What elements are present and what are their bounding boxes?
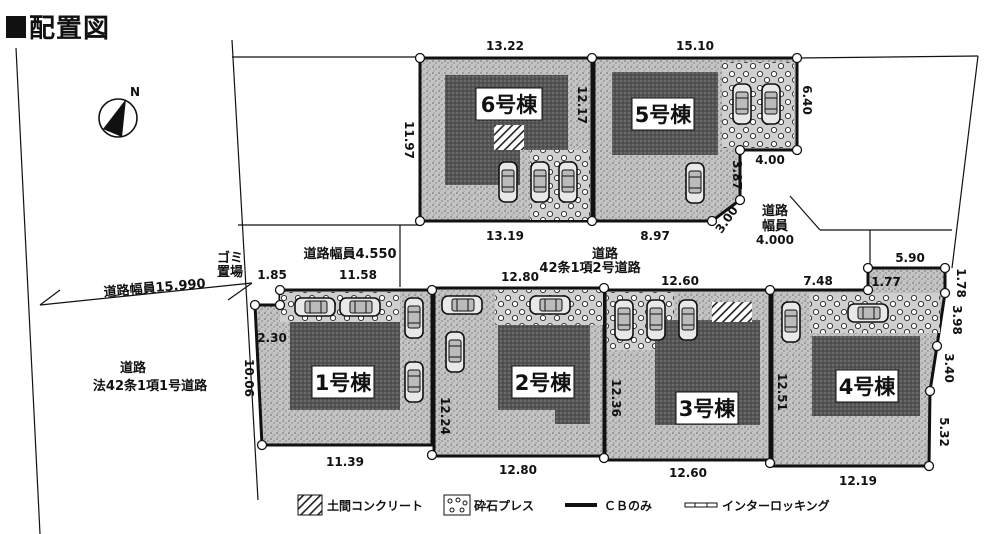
title-square-icon <box>6 15 26 38</box>
svg-text:1.78: 1.78 <box>954 268 968 298</box>
svg-text:2.30: 2.30 <box>257 331 287 345</box>
svg-text:11.39: 11.39 <box>326 455 364 469</box>
thick-line-icon <box>565 503 597 507</box>
private-road-width: 道路幅員4.550 <box>303 246 396 262</box>
svg-text:5.90: 5.90 <box>895 251 925 265</box>
svg-text:12.51: 12.51 <box>775 373 789 411</box>
svg-text:13.19: 13.19 <box>486 229 524 243</box>
lot-1: 1号棟 <box>253 288 434 447</box>
boundary-markers <box>249 52 951 472</box>
title-text: 配置図 <box>29 14 111 44</box>
main-road-name: 道路 <box>120 360 147 376</box>
house-6-label: 6号棟 <box>481 93 539 117</box>
branch-road-width: 4.000 <box>756 233 794 247</box>
svg-text:12.17: 12.17 <box>575 86 589 124</box>
svg-text:12.60: 12.60 <box>669 466 707 480</box>
svg-text:13.22: 13.22 <box>486 39 524 53</box>
north-label: N <box>130 85 140 99</box>
svg-text:10.06: 10.06 <box>242 359 256 397</box>
svg-text:15.10: 15.10 <box>676 39 714 53</box>
main-road-type: 法42条1項1号道路 <box>93 378 208 394</box>
house-4-label: 4号棟 <box>839 375 897 399</box>
lot-2: 2号棟 <box>432 286 606 458</box>
svg-text:8.97: 8.97 <box>640 229 670 243</box>
svg-text:4.00: 4.00 <box>755 153 785 167</box>
interlocking-line-icon <box>684 502 718 508</box>
branch-road-line1: 道路 <box>762 203 789 219</box>
road-lines <box>15 39 979 534</box>
svg-text:5.32: 5.32 <box>937 417 951 447</box>
svg-text:土間コンクリート: 土間コンクリート <box>327 498 423 513</box>
svg-text:12.80: 12.80 <box>501 270 539 284</box>
svg-text:砕石プレス: 砕石プレス <box>473 498 534 513</box>
svg-text:1.85: 1.85 <box>257 268 287 282</box>
house-2-label: 2号棟 <box>515 371 573 395</box>
lot-6: 6号棟 <box>418 56 594 223</box>
private-road-name: 道路 <box>592 246 619 262</box>
legend-concrete: 土間コンクリート <box>297 494 423 516</box>
svg-text:6.40: 6.40 <box>800 85 814 115</box>
lot-4: 4号棟 <box>770 266 947 468</box>
svg-text:12.24: 12.24 <box>438 397 452 435</box>
svg-text:インターロッキング: インターロッキング <box>722 498 830 513</box>
lot-3: 3号棟 <box>603 288 772 462</box>
house-5-label: 5号棟 <box>635 103 693 127</box>
svg-text:12.60: 12.60 <box>661 274 699 288</box>
svg-text:3.87: 3.87 <box>730 160 744 190</box>
garbage-line1: ゴミ <box>217 250 243 266</box>
branch-road-line2: 幅員 <box>762 218 788 234</box>
svg-text:12.80: 12.80 <box>499 463 537 477</box>
house-3-label: 3号棟 <box>679 397 737 421</box>
private-road-type: 42条1項2号道路 <box>539 260 641 276</box>
legend: 土間コンクリート 砕石プレス ＣＢのみ インターロッキング <box>297 494 830 516</box>
svg-text:7.48: 7.48 <box>803 274 833 288</box>
svg-text:11.97: 11.97 <box>402 121 416 159</box>
svg-text:3.40: 3.40 <box>942 353 956 383</box>
svg-text:12.36: 12.36 <box>609 379 623 417</box>
page-title: 配置図 <box>6 8 110 45</box>
garbage-line2: 置場 <box>217 264 243 280</box>
svg-text:3.98: 3.98 <box>950 305 964 335</box>
svg-text:1.77: 1.77 <box>871 275 901 289</box>
hatch-pattern-icon <box>297 494 323 516</box>
legend-cb: ＣＢのみ <box>565 499 652 513</box>
svg-text:12.19: 12.19 <box>839 474 877 488</box>
svg-text:ＣＢのみ: ＣＢのみ <box>604 499 652 513</box>
main-road-width: 道路幅員15.990 <box>103 276 206 301</box>
lot-5: 5号棟 <box>592 56 799 223</box>
house-1-label: 1号棟 <box>315 371 373 395</box>
north-arrow-icon: N <box>98 85 140 138</box>
legend-interlocking: インターロッキング <box>684 498 830 513</box>
svg-text:11.58: 11.58 <box>339 268 377 282</box>
legend-gravel: 砕石プレス <box>443 494 534 516</box>
